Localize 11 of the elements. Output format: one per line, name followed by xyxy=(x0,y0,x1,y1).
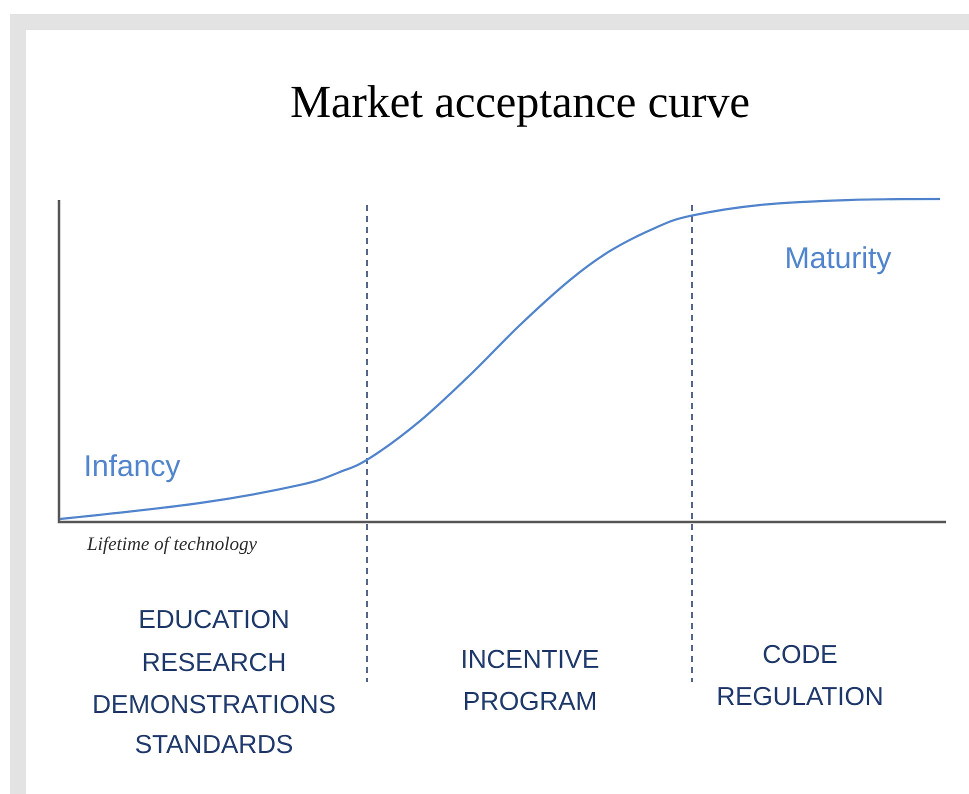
activity-label: DEMONSTRATIONS xyxy=(94,694,335,714)
activity-label: REGULATION xyxy=(718,686,882,706)
activity-label: EDUCATION xyxy=(140,610,288,628)
activity-label: STANDARDS xyxy=(136,734,292,754)
activity-label: RESEARCH xyxy=(144,652,284,672)
activity-label: INCENTIVE PROGRAM xyxy=(463,650,598,710)
chart-title: Market acceptance curve xyxy=(291,85,748,127)
axis-label: Lifetime of technology xyxy=(86,536,257,554)
phase-label: Infancy xyxy=(86,454,180,482)
phase-label: Maturity xyxy=(787,246,892,274)
activity-label: CODE xyxy=(764,644,836,664)
